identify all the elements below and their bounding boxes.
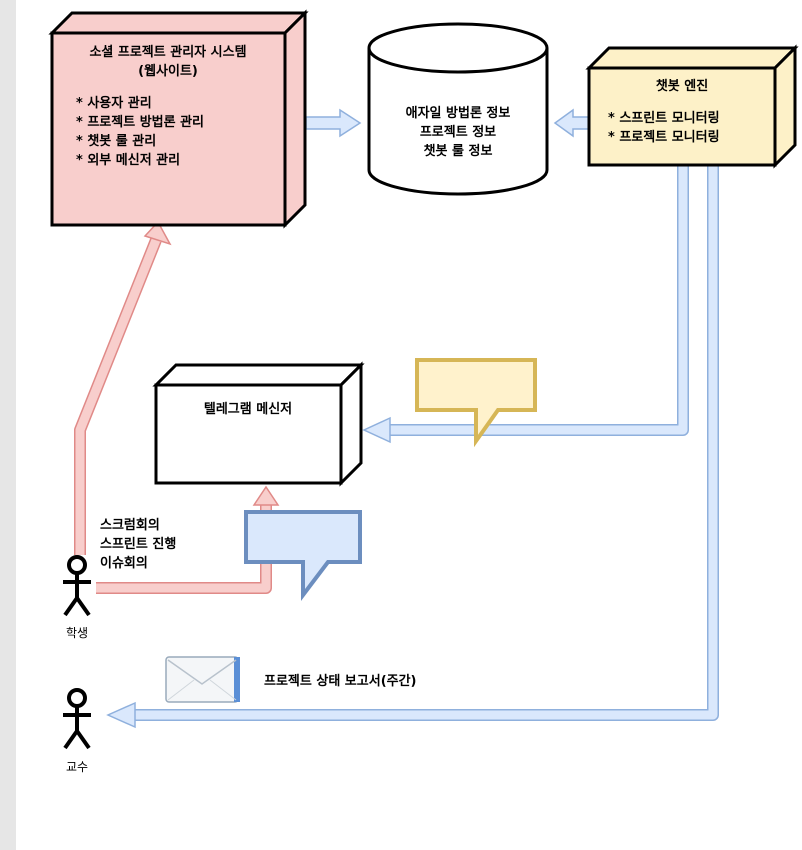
blue-speech-bubble	[244, 510, 362, 601]
student-actor-icon	[63, 555, 91, 617]
chatbot-engine-box: 챗봇 엔진 * 스프린트 모니터링 * 프로젝트 모니터링	[585, 44, 799, 169]
arrow-student-to-website	[74, 220, 172, 555]
chatbot-item: * 스프린트 모니터링	[608, 110, 720, 126]
database-line: 애자일 방법론 정보	[406, 105, 511, 121]
yellow-speech-bubble	[415, 358, 537, 448]
arrow-website-to-database	[305, 108, 362, 138]
chatbot-title: 챗봇 엔진	[656, 78, 708, 94]
database-line: 챗봇 룰 정보	[424, 143, 493, 159]
telegram-messenger-box: 텔레그램 메신저	[152, 361, 365, 487]
database-cylinder: 애자일 방법론 정보 프로젝트 정보 챗봇 룰 정보	[367, 22, 549, 196]
activity-item: 스프린트 진행	[100, 536, 176, 552]
arrow-chatbot-to-database	[553, 108, 590, 138]
chatbot-item: * 프로젝트 모니터링	[608, 129, 720, 145]
website-box: 소셜 프로젝트 관리자 시스템 (웹사이트) * 사용자 관리 * 프로젝트 방…	[48, 9, 309, 229]
website-item: * 외부 메신저 관리	[76, 152, 180, 168]
professor-label: 교수	[66, 760, 88, 774]
arrow-chatbot-to-telegram	[362, 165, 689, 444]
telegram-title: 텔레그램 메신저	[204, 402, 292, 417]
website-item: * 챗봇 룰 관리	[76, 133, 156, 149]
left-margin-strip	[0, 0, 16, 850]
envelope-icon	[165, 656, 240, 703]
report-label: 프로젝트 상태 보고서(주간)	[264, 673, 417, 689]
activity-item: 스크럼회의	[100, 517, 160, 533]
professor-actor-icon	[63, 688, 91, 750]
website-item: * 프로젝트 방법론 관리	[76, 114, 204, 130]
student-activities: 스크럼회의 스프린트 진행 이슈회의	[100, 517, 176, 571]
website-title: 소셜 프로젝트 관리자 시스템	[89, 44, 246, 60]
student-label: 학생	[66, 626, 88, 640]
database-line: 프로젝트 정보	[420, 124, 496, 140]
activity-item: 이슈회의	[100, 555, 148, 571]
arrow-chatbot-to-professor	[106, 165, 719, 729]
website-subtitle: (웹사이트)	[138, 63, 198, 79]
website-item: * 사용자 관리	[76, 95, 152, 111]
